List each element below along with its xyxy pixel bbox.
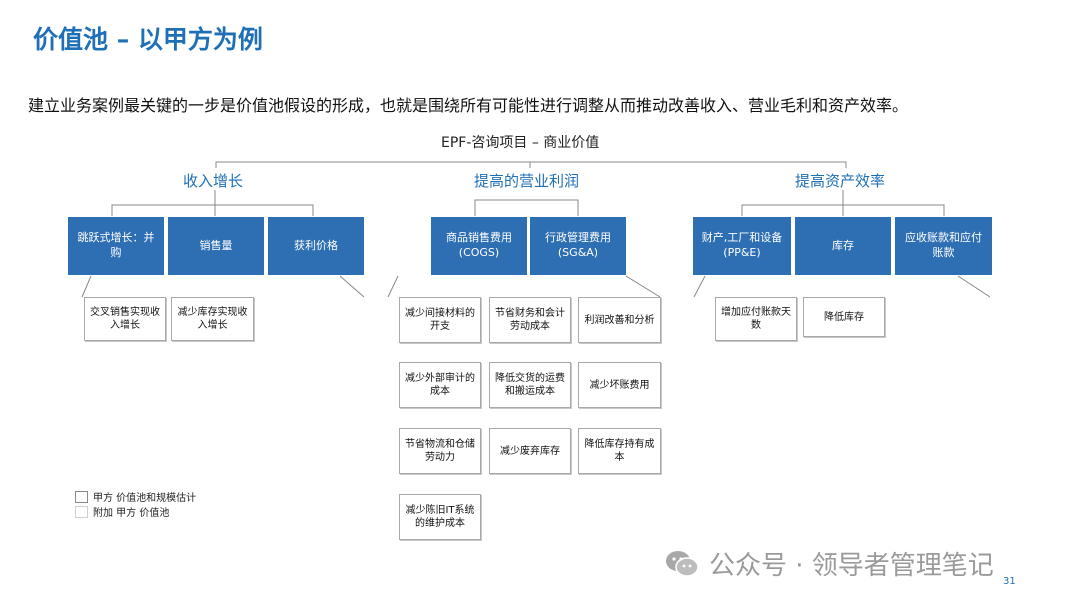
leaf-reduce-inventory-revenue: 减少库存实现收入增长 — [171, 297, 254, 341]
leaf-profit-analysis: 利润改善和分析 — [578, 297, 661, 343]
legend-swatch — [75, 490, 88, 503]
leaf-reduce-inventory: 降低库存 — [803, 297, 885, 337]
box-receivables-payables: 应收账款和应付账款 — [895, 217, 992, 275]
diagram-heading-text: EPF-咨询项目 – 商业价值 — [441, 135, 600, 151]
box-sales-volume: 销售量 — [168, 217, 264, 275]
box-ppe: 财产,工厂和设备 (PP&E) — [693, 217, 791, 275]
category-asset-efficiency: 提高资产效率 — [795, 172, 886, 190]
leaf-obsolete-inventory: 减少废弃库存 — [489, 428, 571, 474]
box-cogs: 商品销售费用 (COGS) — [431, 217, 527, 275]
leaf-freight-cost: 降低交货的运费和搬运成本 — [489, 362, 571, 408]
box-profit-price: 获利价格 — [268, 217, 364, 275]
leaf-legacy-it: 减少陈旧IT系统的维护成本 — [399, 494, 481, 540]
leaf-payable-days: 增加应付账款天数 — [715, 297, 797, 341]
legend-label: 甲方 价值池和规模估计 — [93, 493, 197, 504]
box-sga: 行政管理费用 (SG&A) — [530, 217, 626, 275]
page-title: 价值池 – 以甲方为例 — [33, 25, 263, 54]
leaf-finance-labor: 节省财务和会计劳动成本 — [489, 297, 571, 343]
wechat-icon — [666, 550, 699, 577]
category-revenue-growth: 收入增长 — [183, 172, 244, 190]
watermark-text: 公众号 · 领导者管理笔记 — [709, 551, 994, 581]
leaf-indirect-materials: 减少间接材料的开支 — [399, 297, 481, 343]
legend-item-additional: 附加 甲方 价值池 — [75, 504, 169, 519]
legend-swatch — [75, 505, 88, 518]
intro-text: 建立业务案例最关键的一步是价值池假设的形成，也就是围绕所有可能性进行调整从而推动… — [28, 96, 909, 115]
legend-item-value-pool: 甲方 价值池和规模估计 — [75, 489, 196, 504]
watermark: 公众号 · 领导者管理笔记 — [665, 545, 994, 582]
page-number: 31 — [1003, 576, 1016, 587]
leaf-bad-debt: 减少坏账费用 — [578, 362, 661, 408]
leaf-external-audit: 减少外部审计的成本 — [399, 362, 481, 408]
box-mergers: 跳跃式增长：并购 — [68, 217, 164, 275]
box-inventory: 库存 — [795, 217, 891, 275]
leaf-logistics-labor: 节省物流和仓储劳动力 — [399, 428, 481, 474]
category-operating-profit: 提高的营业利润 — [474, 172, 580, 190]
leaf-holding-cost: 降低库存持有成本 — [578, 428, 661, 474]
legend-label: 附加 甲方 价值池 — [93, 508, 170, 519]
leaf-cross-sell: 交叉销售实现收入增长 — [84, 297, 166, 341]
